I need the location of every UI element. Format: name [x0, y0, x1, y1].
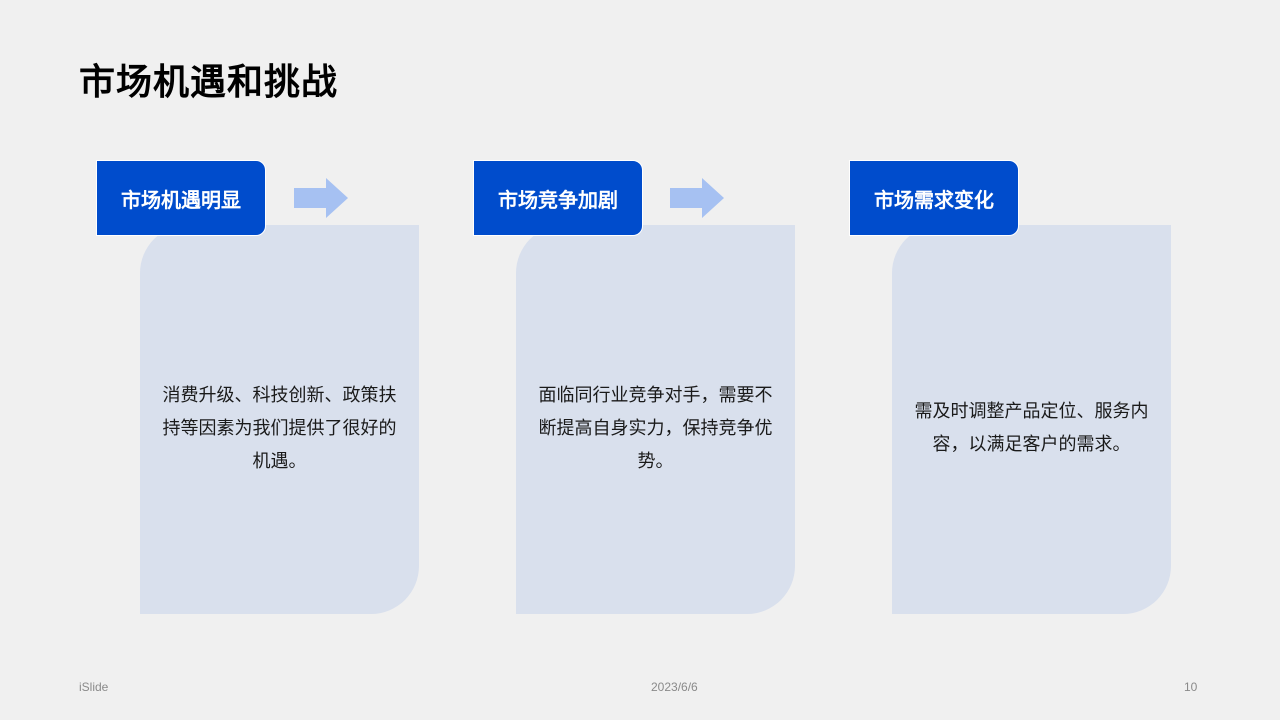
slide-title: 市场机遇和挑战: [79, 62, 339, 103]
arrow-right-icon: [670, 178, 724, 218]
step-tag-1: 市场机遇明显: [96, 160, 266, 236]
step-tag-2: 市场竞争加剧: [473, 160, 643, 236]
footer-page-number: 10: [1184, 680, 1198, 694]
step-card-2-text: 面临同行业竞争对手，需要不断提高自身实力，保持竞争优势。: [538, 385, 773, 472]
step-card-2: 面临同行业竞争对手，需要不断提高自身实力，保持竞争优势。: [516, 225, 795, 614]
step-card-3: 需及时调整产品定位、服务内容，以满足客户的需求。: [892, 225, 1171, 614]
footer-date: 2023/6/6: [651, 680, 698, 694]
arrow-right-icon: [294, 178, 348, 218]
step-card-1-text: 消费升级、科技创新、政策扶持等因素为我们提供了很好的机遇。: [162, 385, 397, 472]
step-tag-3: 市场需求变化: [849, 160, 1019, 236]
step-card-1: 消费升级、科技创新、政策扶持等因素为我们提供了很好的机遇。: [140, 225, 419, 614]
footer-brand: iSlide: [79, 680, 109, 694]
step-card-3-text: 需及时调整产品定位、服务内容，以满足客户的需求。: [914, 400, 1149, 455]
